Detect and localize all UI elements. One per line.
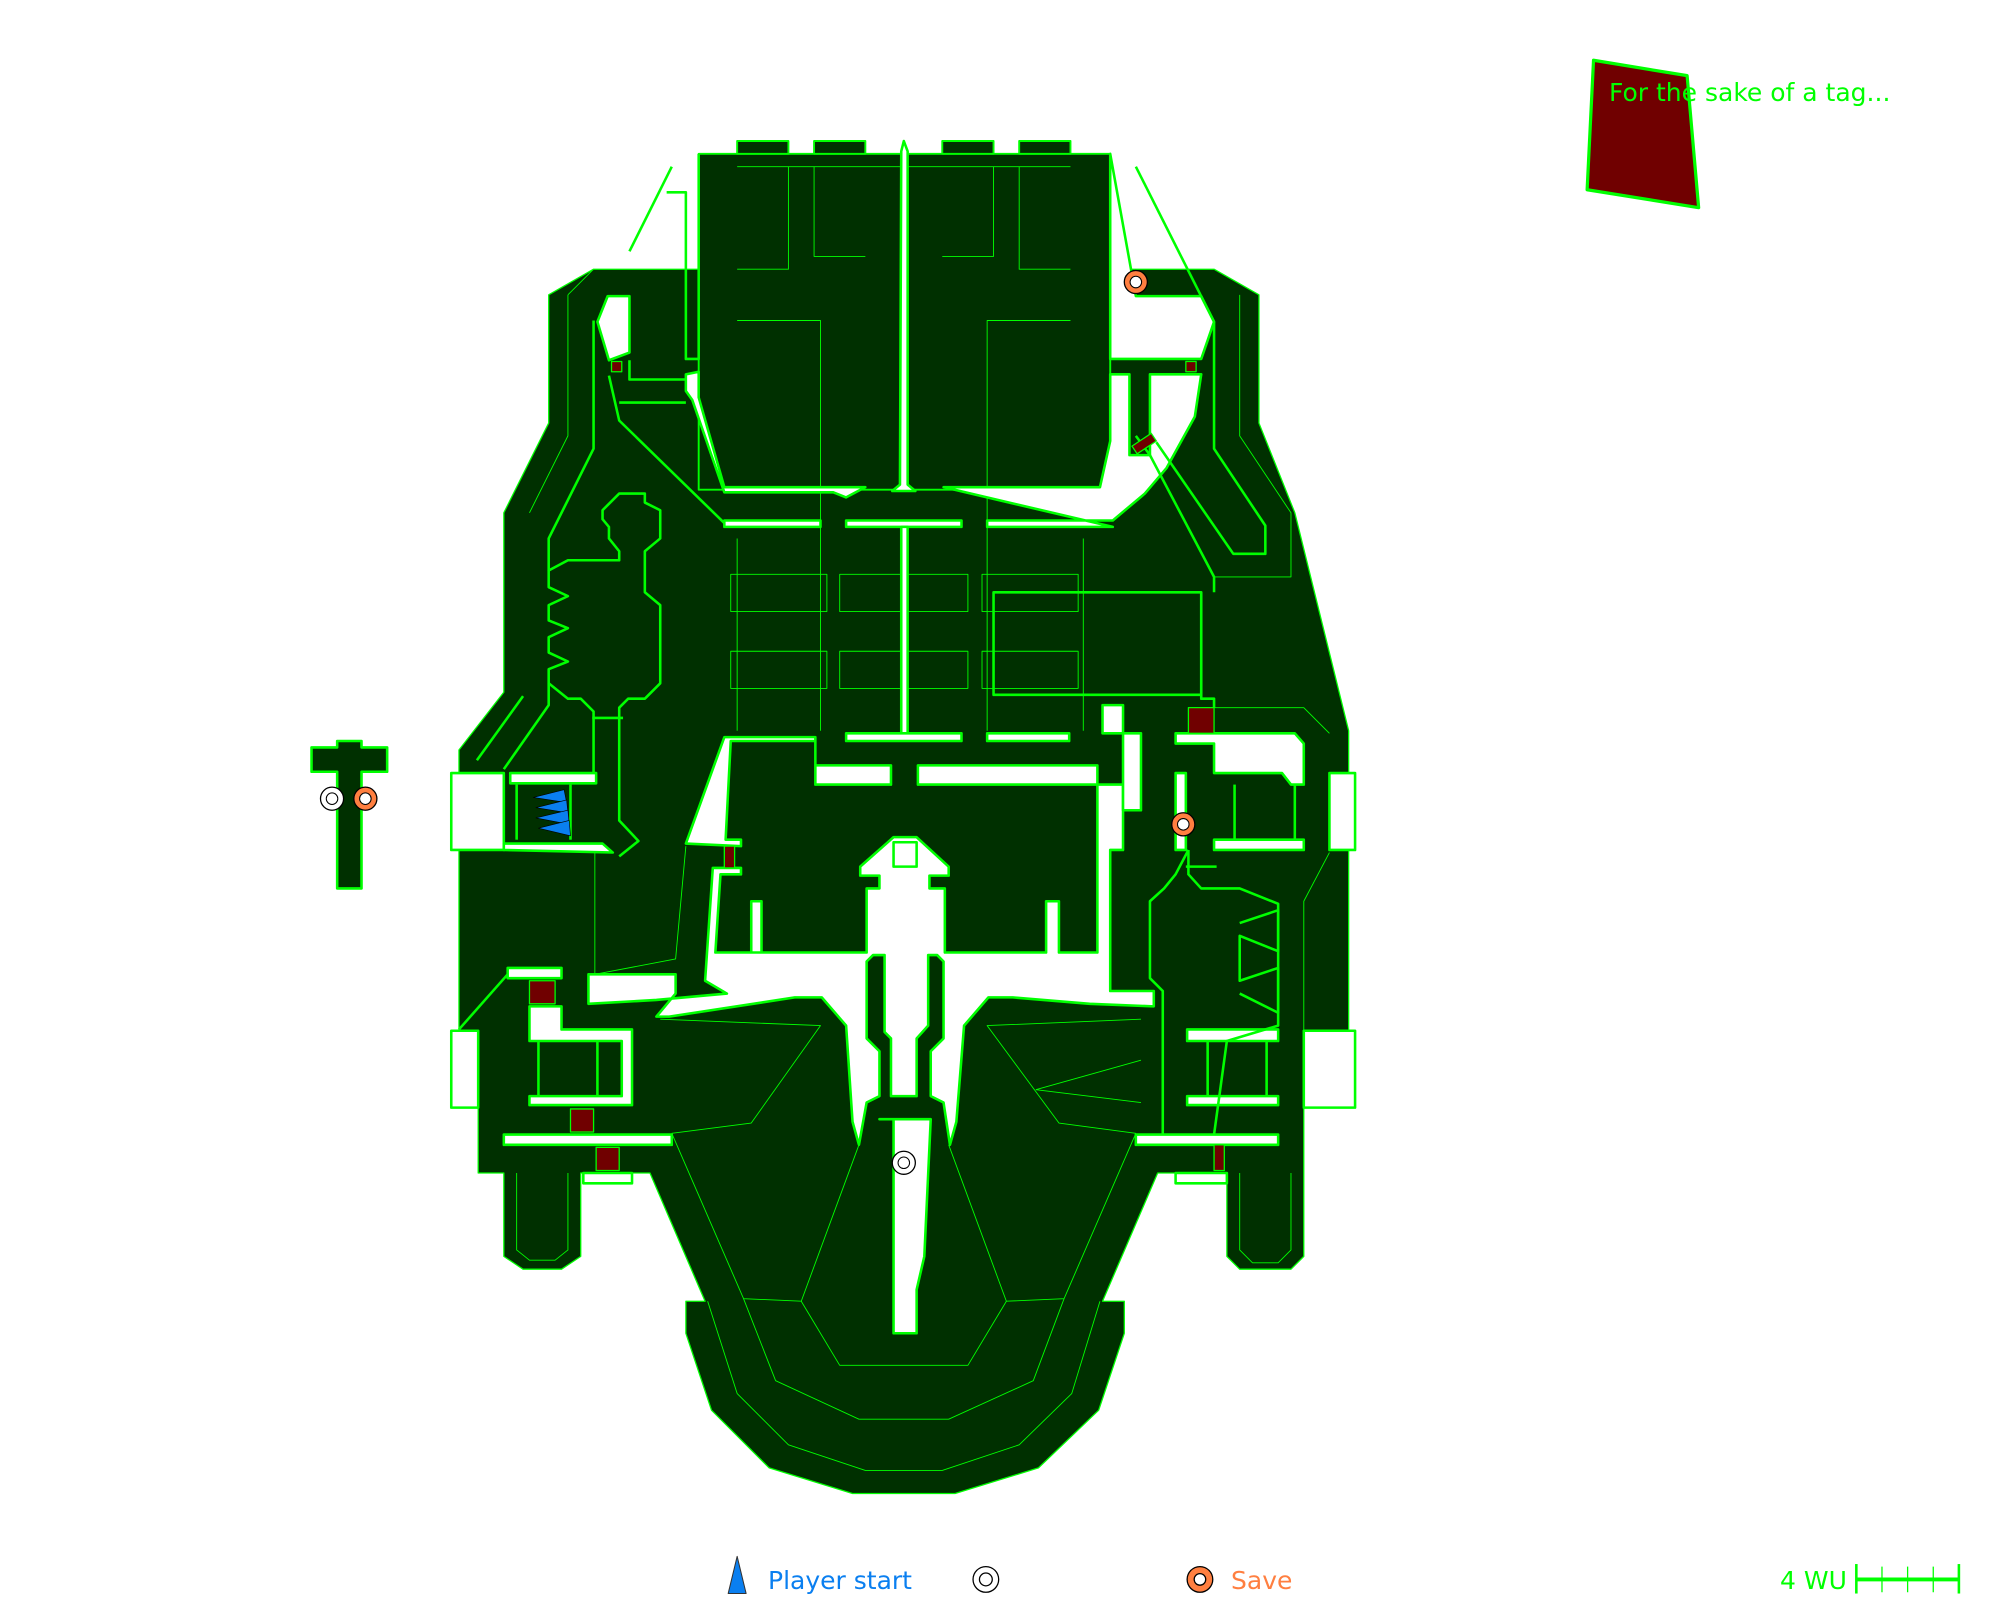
ring-markers xyxy=(319,786,916,1175)
scale-label: 4 WU xyxy=(1780,1566,1847,1595)
top-tabs xyxy=(736,140,1072,155)
ring-legend-icon xyxy=(972,1565,1000,1593)
void-regions xyxy=(449,139,1357,1335)
ring-marker[interactable] xyxy=(891,1150,916,1175)
save-legend-icon xyxy=(1186,1565,1214,1593)
save-point-markers xyxy=(353,269,1196,837)
scale-bar xyxy=(1855,1564,1961,1594)
ring-marker[interactable] xyxy=(319,786,345,811)
doors xyxy=(528,360,1225,1172)
tag-area xyxy=(1585,58,1701,210)
wall-lines xyxy=(457,153,1297,1135)
save-point[interactable] xyxy=(353,786,378,811)
remote-structure xyxy=(310,739,389,890)
player-start-marker xyxy=(532,789,571,837)
save-point[interactable] xyxy=(1171,812,1196,837)
save-point[interactable] xyxy=(1123,269,1149,295)
tag-note: For the sake of a tag... xyxy=(1609,78,1891,107)
inner-detail xyxy=(516,166,1330,1471)
player-start-legend-icon xyxy=(727,1555,747,1595)
legend-player-start-label: Player start xyxy=(768,1566,912,1595)
legend-save-label: Save xyxy=(1231,1566,1293,1595)
